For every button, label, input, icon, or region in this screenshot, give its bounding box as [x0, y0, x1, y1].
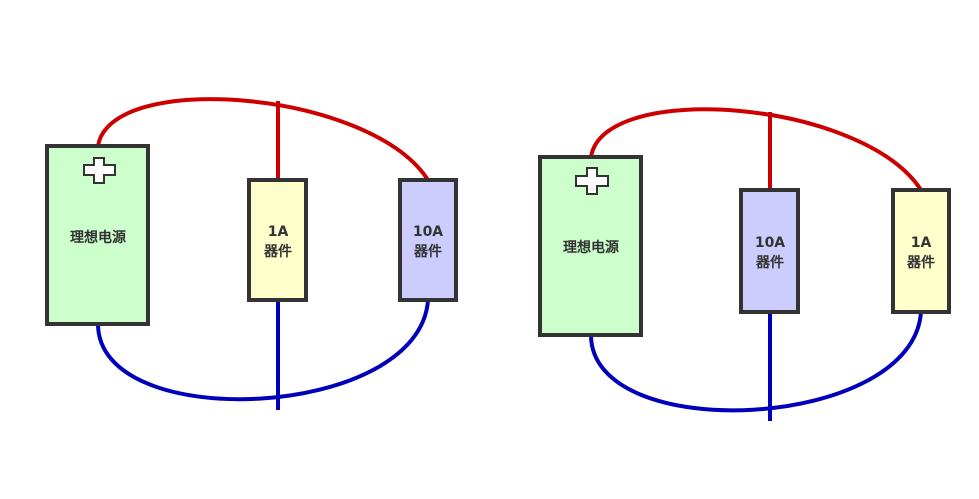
- positive-wire-loop: [96, 97, 430, 182]
- device-rating-label: 10A: [755, 235, 785, 251]
- device-rating-label: 1A: [911, 235, 932, 251]
- negative-wire-loop: [96, 299, 430, 402]
- device-box: [891, 188, 951, 314]
- positive-wire-loop: [589, 107, 923, 192]
- device-type-label: 器件: [755, 254, 784, 271]
- device-rating-label: 10A: [413, 224, 443, 240]
- circuit-1: 理想电源 1A 器件 10A 器件: [45, 97, 458, 410]
- device-10a: 10A 器件: [739, 188, 800, 314]
- power-source-label: 理想电源: [70, 229, 126, 246]
- device-10a: 10A 器件: [398, 178, 458, 302]
- device-box: [398, 178, 458, 302]
- negative-wire-loop: [589, 311, 923, 413]
- device-1a: 1A 器件: [891, 188, 951, 314]
- power-source: 理想电源: [538, 155, 643, 337]
- power-source: 理想电源: [45, 144, 150, 326]
- device-box: [739, 188, 800, 314]
- device-type-label: 器件: [413, 243, 442, 260]
- power-source-label: 理想电源: [563, 239, 619, 256]
- device-1a: 1A 器件: [247, 178, 308, 302]
- plus-icon: [83, 157, 116, 184]
- plus-icon: [575, 167, 609, 195]
- device-type-label: 器件: [263, 243, 292, 260]
- circuit-2: 理想电源 10A 器件 1A 器件: [538, 107, 951, 421]
- device-rating-label: 1A: [268, 224, 289, 240]
- device-box: [247, 178, 308, 302]
- device-type-label: 器件: [906, 254, 935, 271]
